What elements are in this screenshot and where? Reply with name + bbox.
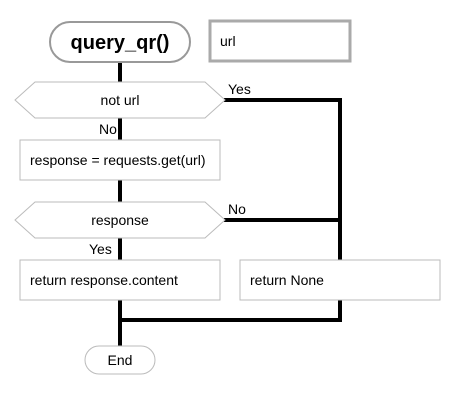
parameter-box: url (208, 19, 352, 63)
process-get: response = requests.get(url) (19, 139, 221, 181)
process-return-none: return None (239, 259, 441, 301)
decision-not-url-yes-label: Yes (228, 81, 251, 97)
process-get-label: response = requests.get(url) (30, 152, 205, 168)
process-return-content-label: return response.content (30, 272, 178, 288)
process-return-content: return response.content (19, 259, 221, 301)
connector-merge (120, 300, 342, 322)
start-node: query_qr() (49, 21, 191, 63)
connector-yes-branch (224, 98, 342, 260)
decision-response-yes-label: Yes (89, 241, 112, 257)
decision-not-url-no-label: No (99, 121, 117, 137)
process-return-none-label: return None (250, 272, 324, 288)
end-node: End (84, 345, 156, 375)
parameter-label: url (220, 33, 236, 49)
decision-not-url: not url (14, 81, 226, 119)
start-label: query_qr() (71, 32, 170, 54)
decision-response: response (14, 201, 226, 239)
connector-lines (118, 60, 342, 346)
decision-response-no-label: No (228, 201, 246, 217)
decision-not-url-label: not url (101, 92, 140, 108)
decision-response-label: response (91, 212, 149, 228)
end-label: End (108, 352, 133, 368)
